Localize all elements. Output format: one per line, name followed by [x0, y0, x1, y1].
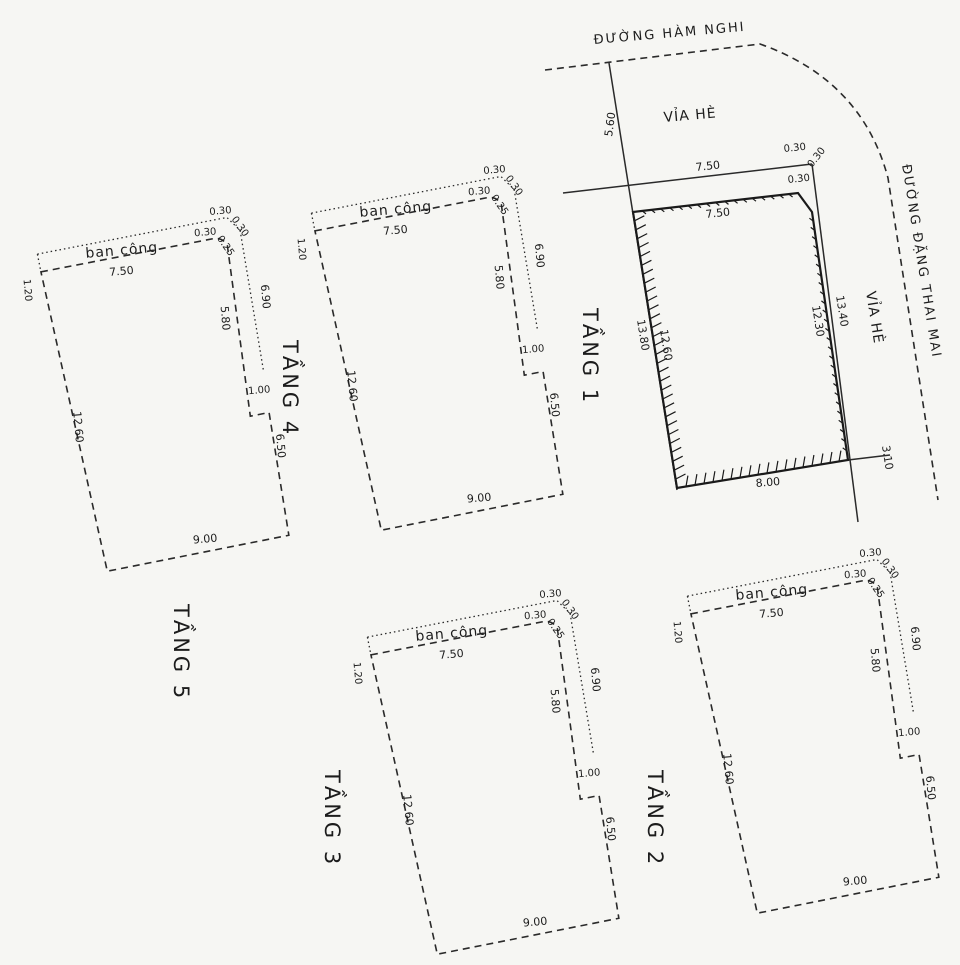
- dim-corner-inner-a: 0.30: [844, 568, 867, 581]
- sidewalk-label-right: VỈA HÈ: [862, 290, 888, 345]
- dim-corner-b: 0.30: [806, 146, 828, 170]
- dim-corner-inner: 0.30: [787, 173, 810, 186]
- dim-right-lower: 6.50: [273, 433, 288, 459]
- dim-sidewalk-depth: 5.60: [602, 111, 618, 137]
- dim-right-lower: 6.50: [547, 392, 562, 418]
- dim-right-lower: 6.50: [923, 775, 938, 801]
- dim-top: 7.50: [439, 647, 465, 662]
- balcony-label: ban công: [735, 582, 809, 604]
- balcony-label: ban công: [359, 199, 433, 221]
- floor-title-5: TẦNG 5: [169, 603, 196, 701]
- dim-right-inner: 5.80: [492, 264, 507, 290]
- property-line-front: [847, 454, 891, 461]
- dim-right-inner: 5.80: [868, 647, 883, 673]
- dim-top: 7.50: [383, 223, 409, 238]
- dim-corner-inner-a: 0.30: [524, 609, 547, 622]
- dim-step: 1.00: [522, 343, 545, 356]
- site-plan: ĐƯỜNG HÀM NGHI ĐƯỜNG ĐẶNG THAI MAI VỈA H…: [544, 19, 945, 523]
- dim-right-outer: 6.90: [258, 284, 273, 310]
- dim-bottom: 9.00: [522, 915, 548, 930]
- dim-corner-inner-a: 0.30: [468, 185, 491, 198]
- ground-floor-hatching: [634, 193, 848, 487]
- dim-balcony-depth: 1.20: [295, 238, 308, 261]
- dim-right-outer: 6.90: [532, 243, 547, 269]
- dim-corner-inner-a: 0.30: [194, 226, 217, 239]
- dim-top: 7.50: [109, 264, 135, 279]
- dim-bottom: 9.00: [842, 874, 868, 889]
- dim-bottom: 9.00: [466, 491, 492, 506]
- dim-outer-right: 13.40: [833, 294, 851, 327]
- dim-left: 12.60: [70, 411, 86, 444]
- dim-step: 1.00: [248, 384, 271, 397]
- dim-left: 12.60: [720, 753, 736, 786]
- dim-right-outer: 6.90: [908, 626, 923, 652]
- street-label-ham-nghi: ĐƯỜNG HÀM NGHI: [593, 19, 746, 48]
- property-line-top: [562, 163, 813, 194]
- dim-left: 12.60: [400, 794, 416, 827]
- dim-balcony-depth: 1.20: [671, 621, 684, 644]
- dim-right-inner: 5.80: [548, 688, 563, 714]
- dim-corner-b: 0.30: [229, 215, 251, 240]
- dim-corner-inner-b: 0.25: [214, 234, 236, 259]
- dim-bottom: 9.00: [192, 532, 218, 547]
- property-line-right: [811, 163, 859, 523]
- dim-bottom: 8.00: [755, 475, 781, 490]
- dim-right-outer: 6.90: [588, 667, 603, 693]
- dim-inner-right: 12.30: [809, 304, 827, 337]
- dim-outer-left: 13.80: [634, 318, 652, 351]
- dim-right-sidewalk: 3.10: [879, 444, 896, 470]
- dim-corner-a: 0.30: [539, 588, 562, 601]
- dim-right-inner: 5.80: [218, 305, 233, 331]
- floor-title: TẦNG 4: [278, 339, 305, 437]
- ground-floor-outline: [631, 191, 850, 490]
- dim-corner-a: 0.30: [209, 205, 232, 218]
- dim-step: 1.00: [578, 767, 601, 780]
- street-label-dang-thai-mai: ĐƯỜNG ĐẶNG THAI MAI: [898, 163, 945, 360]
- dim-step: 1.00: [898, 726, 921, 739]
- dim-right-lower: 6.50: [603, 816, 618, 842]
- dim-corner-b: 0.30: [503, 174, 525, 199]
- dim-corner-b: 0.30: [559, 598, 581, 623]
- floor-title: TẦNG 2: [643, 769, 670, 867]
- dim-corner-inner-b: 0.25: [544, 617, 566, 642]
- dim-top: 7.50: [759, 606, 785, 621]
- dim-inner-left: 12.60: [657, 328, 675, 361]
- dim-balcony-depth: 1.20: [21, 279, 34, 302]
- balcony-label: ban công: [415, 623, 489, 645]
- sidewalk-label-top: VỈA HÈ: [663, 103, 717, 126]
- dim-corner-a: 0.30: [483, 164, 506, 177]
- dim-corner-a: 0.30: [859, 547, 882, 560]
- dim-corner-a: 0.30: [783, 142, 806, 155]
- floor-title-1: TẦNG 1: [578, 307, 605, 405]
- dim-corner-inner-b: 0.25: [488, 193, 510, 218]
- dim-corner-b: 0.30: [879, 557, 901, 582]
- dim-corner-inner-b: 0.25: [864, 576, 886, 601]
- balcony-label: ban công: [85, 240, 159, 262]
- dim-outer-top: 7.50: [695, 158, 721, 173]
- dim-inner-top: 7.50: [705, 205, 731, 220]
- street-boundary: [544, 43, 939, 501]
- floor-title: TẦNG 3: [320, 769, 347, 867]
- dim-left: 12.60: [344, 370, 360, 403]
- dim-balcony-depth: 1.20: [351, 662, 364, 685]
